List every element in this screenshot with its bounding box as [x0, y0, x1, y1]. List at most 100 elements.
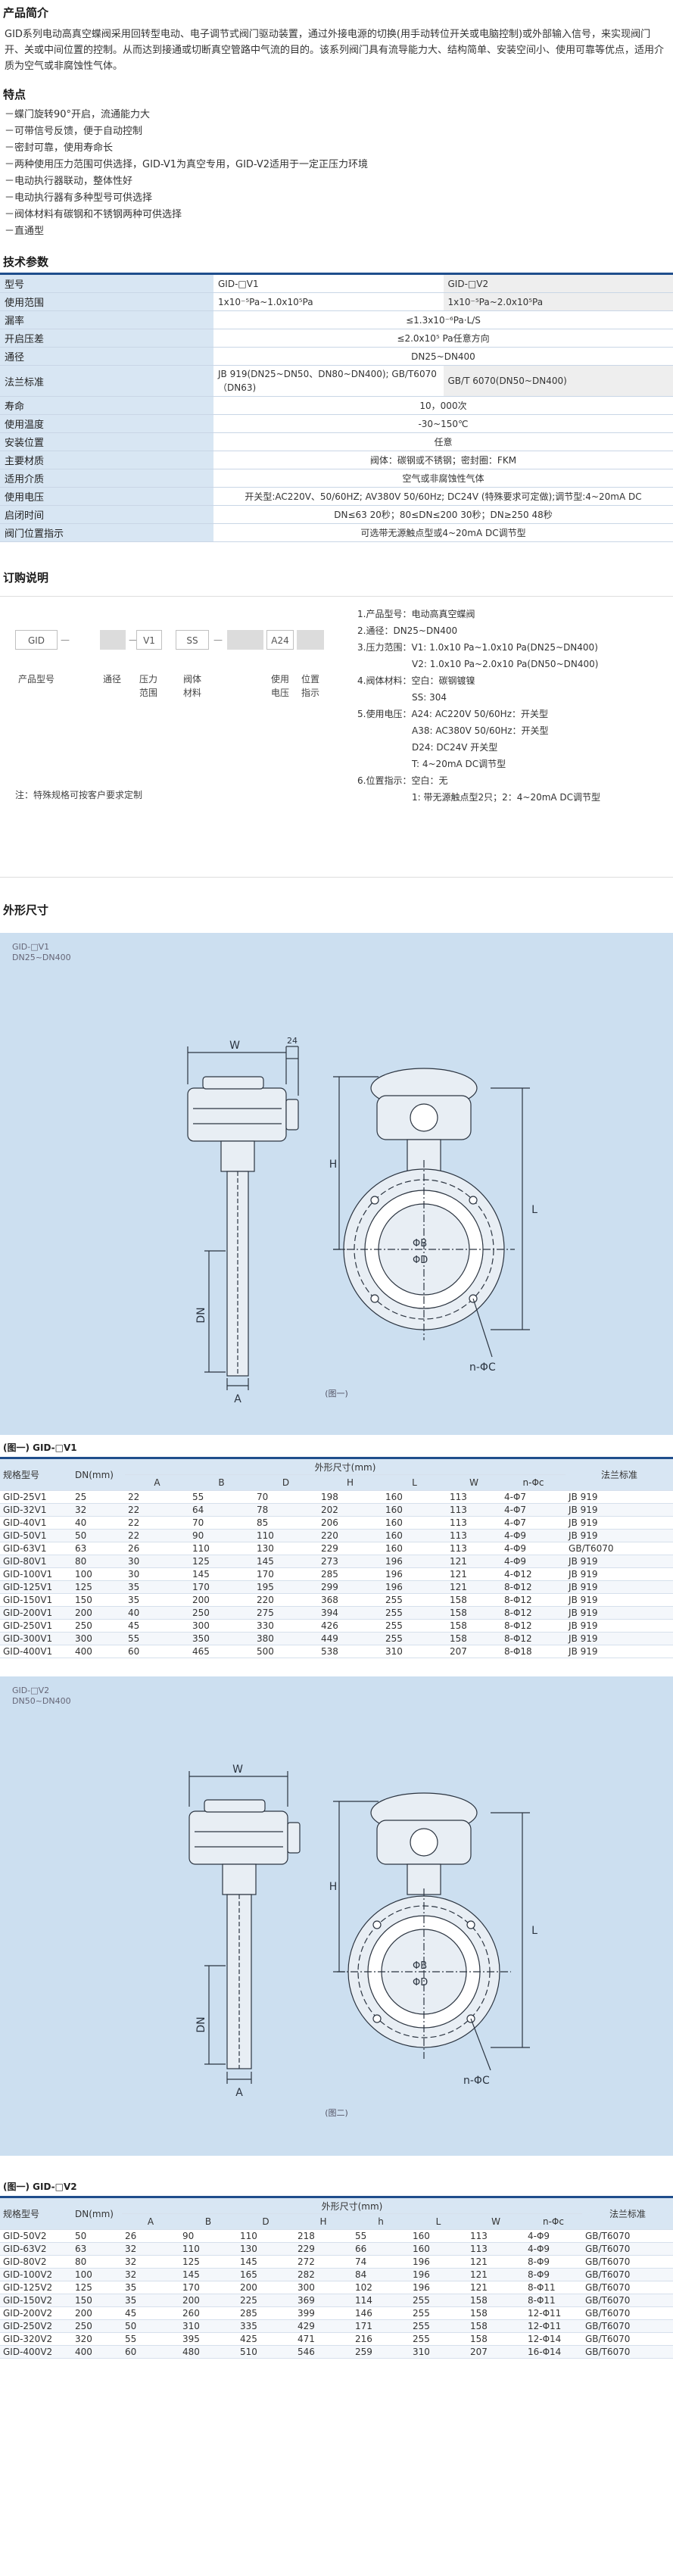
table-cell: GID-200V1 [0, 1606, 72, 1620]
drawing-model: GID-□V1 [12, 942, 50, 952]
table-cell: 50 [72, 2229, 122, 2243]
table-cell: 200 [72, 1606, 125, 1620]
dim-label-phiB: ΦB [413, 1960, 427, 1972]
bracket [220, 1140, 255, 1172]
feature-item: －电动执行器联动，整体性好 [5, 176, 133, 187]
table-cell: 8-Φ12 [501, 1632, 566, 1645]
dim-label-nC: n-ΦC [463, 2075, 490, 2087]
table-cell: 196 [410, 2281, 467, 2294]
dim-col-header: A [122, 2213, 179, 2230]
dim-col-header: h [352, 2213, 410, 2230]
page: 产品简介 GID系列电动高真空蝶阀采用回转型电动、电子调节式阀门驱动装置，通过外… [0, 6, 673, 2359]
table-cell: 90 [189, 1529, 254, 1542]
table-cell: 32 [72, 1503, 125, 1517]
table-cell: GID-100V1 [0, 1567, 72, 1581]
order-dash: — [129, 635, 138, 645]
table-cell: 16-Φ14 [525, 2345, 582, 2359]
col-group: 外形尺寸(mm) [125, 1459, 566, 1475]
dim-col-header: B [189, 1474, 254, 1491]
table-cell: GB/T6070 [582, 2332, 673, 2346]
tech-value-v1: GID-□V1 [213, 273, 444, 293]
dim-col-header: D [254, 1474, 318, 1491]
table-cell: 380 [254, 1632, 318, 1645]
table-cell: GID-63V1 [0, 1542, 72, 1555]
table-cell: 26 [122, 2229, 179, 2243]
drawing-v1-svg: W 24 DN A H L ΦB ΦD n-ΦC [187, 1036, 537, 1402]
table-cell: 8-Φ12 [501, 1606, 566, 1620]
dim-col-header: L [410, 2213, 467, 2230]
table-cell: JB 919 [566, 1516, 673, 1530]
table-cell: 63 [72, 1542, 125, 1555]
drawing-v1: GID-□V1 DN25~DN400 [0, 933, 673, 1435]
table-cell: 8-Φ9 [525, 2255, 582, 2269]
table-cell: 63 [72, 2242, 122, 2256]
tech-label: 漏率 [0, 310, 213, 329]
features-list: －蝶门旋转90°开启，流通能力大 －可带信号反馈，便于自动控制 －密封可靠，使用… [0, 105, 673, 249]
table-cell: GB/T6070 [582, 2255, 673, 2269]
table-cell: GID-80V2 [0, 2255, 72, 2269]
table-cell: 465 [189, 1645, 254, 1658]
table-cell: 113 [447, 1490, 501, 1504]
table-cell: 146 [352, 2306, 410, 2320]
table-cell: 429 [294, 2319, 352, 2333]
table-cell: 426 [318, 1619, 382, 1633]
table-cell: 202 [318, 1503, 382, 1517]
feature-item: －阀体材料有碳钢和不锈钢两种可供选择 [5, 209, 182, 220]
valve-body-side [226, 1894, 252, 2069]
tech-label: 法兰标准 [0, 365, 213, 397]
table-cell: 229 [318, 1542, 382, 1555]
tech-label: 启闭时间 [0, 505, 213, 524]
table-cell: 40 [125, 1606, 189, 1620]
table-cell: 255 [410, 2294, 467, 2307]
table-cell: 121 [447, 1580, 501, 1594]
table-cell: GID-40V1 [0, 1516, 72, 1530]
table-cell: 32 [122, 2255, 179, 2269]
table-cell: GID-250V1 [0, 1619, 72, 1633]
table-cell: 158 [467, 2294, 525, 2307]
col-group: 外形尺寸(mm) [122, 2198, 582, 2214]
table-cell: 110 [254, 1529, 318, 1542]
table-cell: GID-320V2 [0, 2332, 72, 2346]
table-cell: 125 [189, 1555, 254, 1568]
table-cell: GB/T6070 [582, 2242, 673, 2256]
order-label-material: 阀体 材料 [182, 674, 201, 698]
table-cell: 8-Φ11 [525, 2281, 582, 2294]
table-cell: 80 [72, 1555, 125, 1568]
table-cell: 218 [294, 2229, 352, 2243]
tech-value: ≤1.3x10⁻⁶Pa·L/S [213, 310, 673, 329]
table-cell: JB 919 [566, 1593, 673, 1607]
table-cell: 30 [125, 1555, 189, 1568]
table-cell: GID-400V1 [0, 1645, 72, 1658]
table-cell: 90 [179, 2229, 237, 2243]
table-cell: 50 [122, 2319, 179, 2333]
table-cell: 145 [189, 1567, 254, 1581]
feature-item: －可带信号反馈，便于自动控制 [5, 126, 143, 137]
table-cell: 394 [318, 1606, 382, 1620]
table-cell: 70 [189, 1516, 254, 1530]
table-cell: 399 [294, 2306, 352, 2320]
dim-col-header: H [318, 1474, 382, 1491]
tech-label: 使用温度 [0, 414, 213, 433]
dim-col-header: n-Φc [501, 1474, 566, 1491]
table-cell: 113 [467, 2229, 525, 2243]
dim-col-header: H [294, 2213, 352, 2230]
intro-text: GID系列电动高真空蝶阀采用回转型电动、电子调节式阀门驱动装置，通过外接电源的切… [5, 29, 665, 72]
tech-row: 适用介质空气或非腐蚀性气体 [0, 469, 673, 488]
col-dn: DN(mm) [72, 2198, 122, 2230]
table-cell: 113 [447, 1529, 501, 1542]
dim-label-A: A [234, 1393, 241, 1402]
tech-value: DN≤63 20秒；80≤DN≤200 30秒；DN≥250 48秒 [213, 505, 673, 524]
table-cell: JB 919 [566, 1503, 673, 1517]
tech-label: 通径 [0, 347, 213, 366]
actuator-body [189, 1810, 288, 1865]
feature-item: －直通型 [5, 226, 45, 237]
